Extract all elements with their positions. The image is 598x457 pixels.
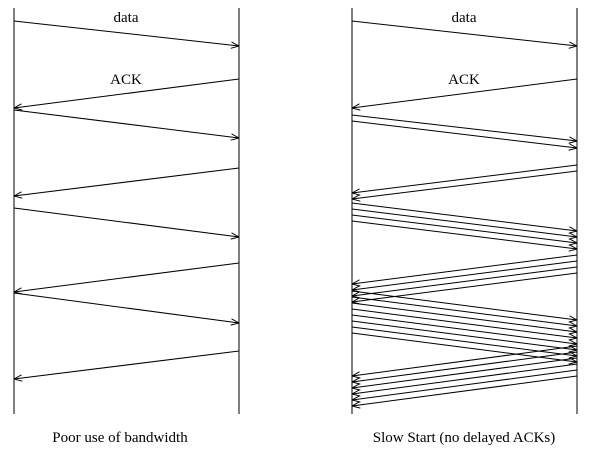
left-ack-packet-2 [14, 167, 240, 196]
right-ack-packet [352, 345, 578, 376]
right-data-packet [351, 290, 577, 320]
right-data-label: data [452, 10, 477, 26]
right-data-packet [351, 326, 577, 356]
right-ack-packet [352, 260, 578, 290]
right-ack-packet [352, 363, 578, 394]
left-data-packet-3 [13, 207, 239, 237]
right-data-packet [351, 320, 577, 350]
right-data-packet [351, 314, 577, 344]
left-caption: Poor use of bandwidth [52, 430, 188, 446]
right-data-packet [351, 302, 577, 332]
right-data-packet [351, 308, 577, 338]
left-ack-packet-3 [14, 262, 240, 292]
right-data-packet [351, 220, 577, 249]
left-data-label: data [114, 10, 139, 26]
left-ack-packet-4 [14, 350, 240, 379]
left-data-packets [13, 20, 239, 323]
right-ack-packet [352, 375, 578, 406]
right-data-packet [351, 214, 577, 243]
right-ack-packet [352, 272, 578, 302]
right-data-packet [351, 120, 577, 148]
left-data-packet-2 [13, 109, 239, 138]
right-data-packet [351, 202, 577, 231]
left-data-packet-1 [13, 20, 239, 46]
right-ack-packets [352, 78, 578, 406]
left-ack-packets [14, 78, 240, 379]
right-panel: data ACK [352, 8, 577, 414]
right-caption: Slow Start (no delayed ACKs) [373, 430, 555, 446]
right-ack-label: ACK [448, 72, 480, 88]
right-ack-packet [352, 78, 578, 108]
left-panel: data ACK [14, 8, 239, 414]
right-data-packet [351, 208, 577, 237]
right-ack-packet [352, 357, 578, 388]
right-data-packet [351, 296, 577, 326]
right-ack-packet [352, 164, 578, 193]
right-ack-packet [352, 170, 578, 199]
left-ack-packet-1 [14, 78, 240, 108]
right-ack-packet [352, 266, 578, 296]
right-data-packets [351, 20, 577, 362]
left-data-packet-4 [13, 292, 239, 323]
right-ack-packet [352, 369, 578, 400]
right-data-packet [351, 332, 577, 362]
left-ack-label: ACK [110, 72, 142, 88]
right-data-packet [351, 20, 577, 46]
right-data-packet [351, 114, 577, 141]
right-ack-packet [352, 351, 578, 382]
right-ack-packet [352, 254, 578, 284]
